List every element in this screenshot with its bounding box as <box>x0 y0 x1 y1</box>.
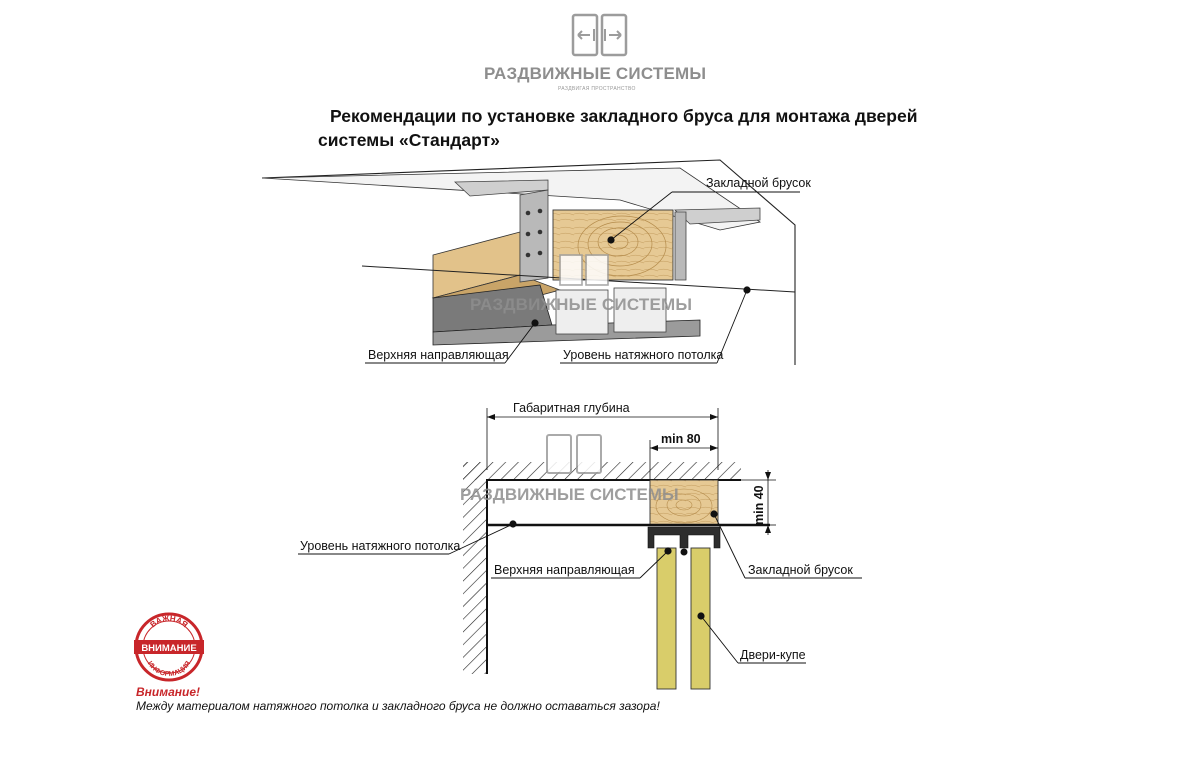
brand-logo: РАЗДВИЖНЫЕ СИСТЕМЫ РАЗДВИГАЯ ПРОСТРАНСТВ… <box>470 12 730 98</box>
label-min-80: min 80 <box>661 432 701 446</box>
label-doors: Двери-купе <box>740 648 806 662</box>
section-upper-rail <box>647 526 721 549</box>
watermark-door-icon-right <box>585 254 609 286</box>
section-wood-rings <box>655 488 713 524</box>
door-panel-front <box>656 547 677 690</box>
isometric-diagram: РАЗДВИЖНЫЕ СИСТЕМЫ Закладной брусок Верх… <box>261 159 811 365</box>
section-watermark-door-left <box>546 434 572 474</box>
wood-rings <box>577 215 667 277</box>
label-embedded-beam-top: Закладной брусок <box>706 176 811 190</box>
ceiling-outline <box>261 159 796 365</box>
label-overall-depth: Габаритная глубина <box>513 401 630 415</box>
watermark-section: РАЗДВИЖНЫЕ СИСТЕМЫ <box>460 434 679 504</box>
section-embedded-beam <box>649 479 719 526</box>
title-line-2: системы «Стандарт» <box>318 130 500 150</box>
stamp-band <box>134 640 204 654</box>
label-upper-rail-section: Верхняя направляющая <box>494 563 635 577</box>
stamp-top-text: ВАЖНАЯ <box>148 614 189 630</box>
rail-pin <box>680 548 688 556</box>
watermark-door-icon-left <box>559 254 583 286</box>
page-title: Рекомендации по установке закладного бру… <box>318 104 1018 152</box>
label-embedded-beam-section: Закладной брусок <box>748 563 853 577</box>
bracket-holes <box>525 208 543 258</box>
label-min-40: min 40 <box>752 485 766 525</box>
title-line-1: Рекомендации по установке закладного бру… <box>330 106 918 126</box>
warning-title: Внимание! <box>136 685 201 699</box>
brand-tagline: РАЗДВИГАЯ ПРОСТРАНСТВО <box>558 86 636 92</box>
min80-arrows <box>650 445 718 451</box>
brand-name: РАЗДВИЖНЫЕ СИСТЕМЫ <box>484 64 707 83</box>
section-watermark-door-right <box>576 434 602 474</box>
sliding-doors-icon <box>571 13 628 57</box>
bracket-right-plate <box>674 211 687 281</box>
label-upper-rail-top: Верхняя направляющая <box>368 348 509 362</box>
door-leader <box>700 615 739 664</box>
ceiling-slab <box>261 167 762 231</box>
wall-hatch <box>463 462 487 674</box>
label-ceiling-level-section: Уровень натяжного потолка <box>300 539 460 553</box>
rail-channel-2 <box>613 287 667 333</box>
section-diagram: Габаритная глубина min 80 min 40 РАЗДВИЖ… <box>298 401 862 690</box>
section-beam-leader <box>713 513 746 579</box>
section-ceiling-leader <box>448 523 514 555</box>
watermark-text: РАЗДВИЖНЫЕ СИСТЕМЫ <box>470 295 692 314</box>
watermark-middle: РАЗДВИЖНЫЕ СИСТЕМЫ <box>470 254 692 314</box>
rail-leader <box>504 322 536 364</box>
stamp-band-text: ВНИМАНИЕ <box>141 643 196 654</box>
bracket-left-plate <box>519 189 549 283</box>
warning-text: Между материалом натяжного потолка и зак… <box>136 699 660 713</box>
section-rail-leader <box>639 550 669 579</box>
important-info-stamp: ВАЖНАЯ ВНИМАНИЕ ИНФОРМАЦИЯ <box>134 612 204 682</box>
section-watermark-text: РАЗДВИЖНЫЕ СИСТЕМЫ <box>460 485 679 504</box>
rail-channel-1 <box>555 289 609 335</box>
beam-leader <box>610 191 673 241</box>
label-ceiling-level-top: Уровень натяжного потолка <box>563 348 723 362</box>
ceiling-level-leader <box>716 289 748 364</box>
